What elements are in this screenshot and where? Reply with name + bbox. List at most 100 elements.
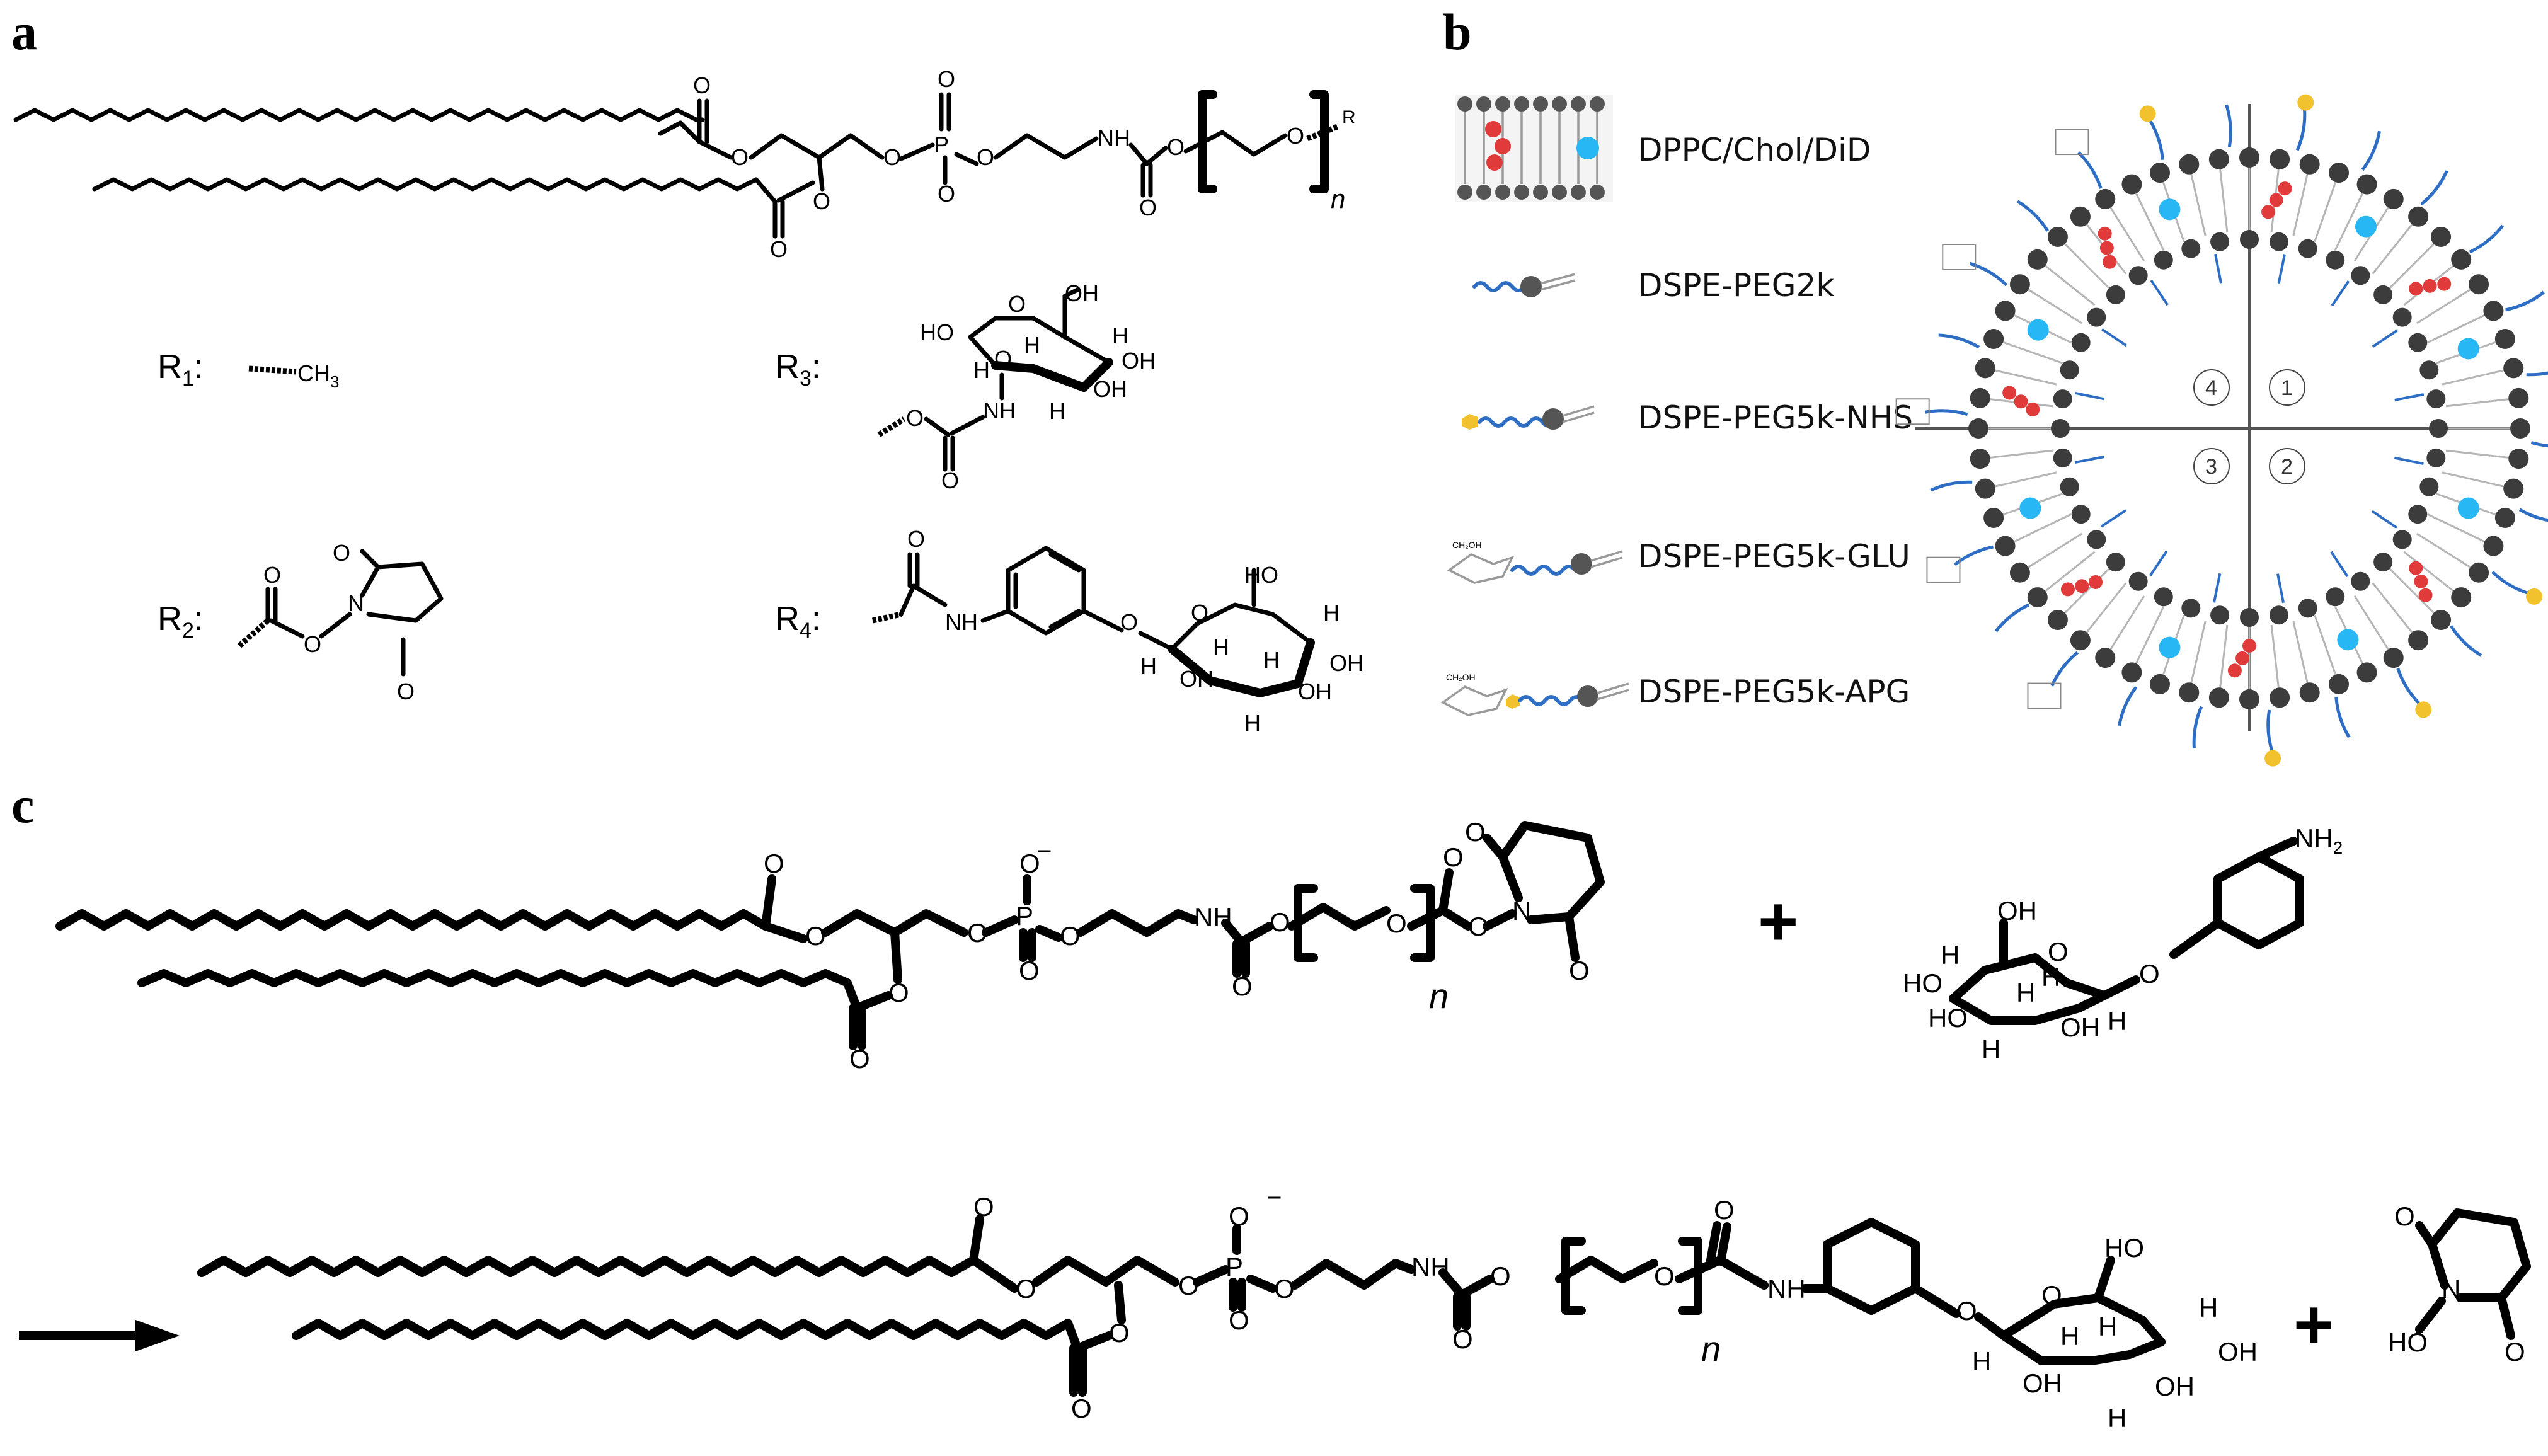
outer-headgroup <box>2431 226 2452 247</box>
lipid-tail <box>2314 614 2337 677</box>
cholesterol <box>2278 181 2292 196</box>
peg-chain <box>2449 625 2482 657</box>
atom-O: O <box>397 679 415 704</box>
legend-label-peg5k-glu: DSPE-PEG5k-GLU <box>1638 538 1910 575</box>
reactant-aminophenyl-glucoside: NH2 O O OH HO HO OH H H H H H <box>1903 823 2343 1064</box>
atom-O: O <box>1443 842 1464 872</box>
outer-headgroup <box>2503 358 2524 379</box>
peg-chain <box>2050 651 2079 687</box>
plus-sign-2: + <box>2293 1286 2334 1363</box>
quadrant-labels: 1 2 3 4 <box>2193 369 2305 484</box>
quadrant-2-label: 2 <box>2281 455 2293 479</box>
atom-O: O <box>1270 907 1290 937</box>
atom-H: H <box>1112 323 1128 348</box>
atom-O: O <box>1569 956 1590 985</box>
charge-minus: − <box>1266 1183 1282 1212</box>
atom-HO: HO <box>2388 1327 2428 1357</box>
outer-headgroup <box>2208 687 2229 708</box>
outer-headgroup <box>2494 508 2515 529</box>
r2-label: R2: <box>158 600 204 643</box>
outer-headgroup <box>2431 610 2452 631</box>
product-n-hydroxysuccinimide: O N O HO <box>2388 1201 2531 1367</box>
peg-chain <box>2518 508 2548 522</box>
atom-O: O <box>2041 1280 2062 1310</box>
outer-headgroup <box>2508 449 2529 469</box>
atom-O: O <box>1232 972 1253 1001</box>
peg-chain <box>2469 224 2505 254</box>
outer-headgroup <box>1975 478 1995 499</box>
cholesterol <box>2227 663 2242 678</box>
atom-O: O <box>1229 1201 1249 1231</box>
r4-label: R4: <box>775 600 821 643</box>
atom-O: O <box>1120 609 1138 635</box>
cholesterol <box>2261 205 2276 219</box>
outer-headgroup <box>2494 328 2515 349</box>
inner-headgroup <box>2154 250 2173 270</box>
cholesterol <box>2269 193 2283 207</box>
atom-O: O <box>805 921 826 951</box>
outer-headgroup <box>2356 174 2377 195</box>
inner-headgroup <box>2060 477 2079 496</box>
legend-label-dppc: DPPC/Chol/DiD <box>1638 132 1871 168</box>
inner-headgroup <box>2240 608 2259 627</box>
atom-O: O <box>1386 909 1407 938</box>
inner-peg-chain <box>2371 510 2398 529</box>
glucose-end-group <box>1926 556 1961 583</box>
outer-headgroup <box>2027 249 2048 270</box>
peg-chain <box>2530 440 2548 448</box>
lipid-tail <box>2427 513 2486 543</box>
outer-headgroup <box>1970 449 1990 469</box>
lipid-tail <box>2043 551 2096 593</box>
outer-headgroup <box>2483 536 2504 556</box>
atom-O: O <box>1071 1394 1092 1423</box>
atom-H: H <box>1244 710 1261 736</box>
outer-headgroup <box>2383 648 2404 668</box>
atom-OH: OH <box>1298 679 1332 704</box>
atom-O: O <box>907 526 925 552</box>
cholesterol <box>2026 402 2040 416</box>
did-dye <box>2337 629 2359 651</box>
atom-HO: HO <box>920 319 954 345</box>
outer-headgroup <box>2239 689 2259 709</box>
lipid-tail <box>2445 398 2510 408</box>
atom-O: O <box>1060 921 1081 951</box>
atom-NH: NH <box>1098 125 1130 151</box>
atom-P: P <box>934 132 949 158</box>
outer-headgroup <box>2047 610 2068 631</box>
inner-peg-chain <box>2075 392 2105 401</box>
atom-O: O <box>2139 959 2160 989</box>
atom-O: O <box>1714 1195 1735 1225</box>
inner-headgroup <box>2128 266 2148 285</box>
atom-OH: OH <box>1329 650 1363 676</box>
outer-headgroup <box>2483 301 2504 321</box>
outer-headgroup <box>1983 328 2004 349</box>
atom-O: O <box>764 849 784 878</box>
outer-headgroup <box>2070 206 2091 227</box>
reaction-arrow <box>19 1320 180 1351</box>
lipid-tail <box>2218 168 2229 232</box>
r-group-label: R <box>1342 107 1356 128</box>
atom-H: H <box>2041 962 2060 992</box>
legend-label-peg5k-apg: DSPE-PEG5k-APG <box>1638 674 1910 710</box>
repeat-n: n <box>1701 1329 1721 1368</box>
peg-chain <box>2505 290 2545 312</box>
svg-text:CH₂OH: CH₂OH <box>1452 540 1482 550</box>
quadrant-1-label: 1 <box>2281 376 2293 400</box>
r-group-4: R4: O NH O O HO H OH H H OH OH H H <box>775 526 1363 736</box>
r-group-1: R1: CH3 <box>158 348 339 391</box>
peg-chain <box>2118 685 2138 726</box>
inner-headgroup <box>2408 333 2428 352</box>
peg-chain <box>1994 603 2030 633</box>
legend-label-peg2k: DSPE-PEG2k <box>1638 267 1834 304</box>
inner-headgroup <box>2240 230 2259 249</box>
nhs-end-group <box>2415 701 2432 718</box>
cholesterol <box>2002 386 2017 400</box>
did-dye <box>2457 497 2479 519</box>
outer-headgroup <box>2503 478 2524 499</box>
nhs-end-group <box>2264 750 2281 767</box>
atom-O: O <box>2394 1201 2415 1231</box>
atom-H: H <box>1049 398 1065 424</box>
outer-headgroup <box>1975 358 1995 379</box>
did-dye <box>2159 636 2181 658</box>
atom-OH: OH <box>1997 896 2037 926</box>
